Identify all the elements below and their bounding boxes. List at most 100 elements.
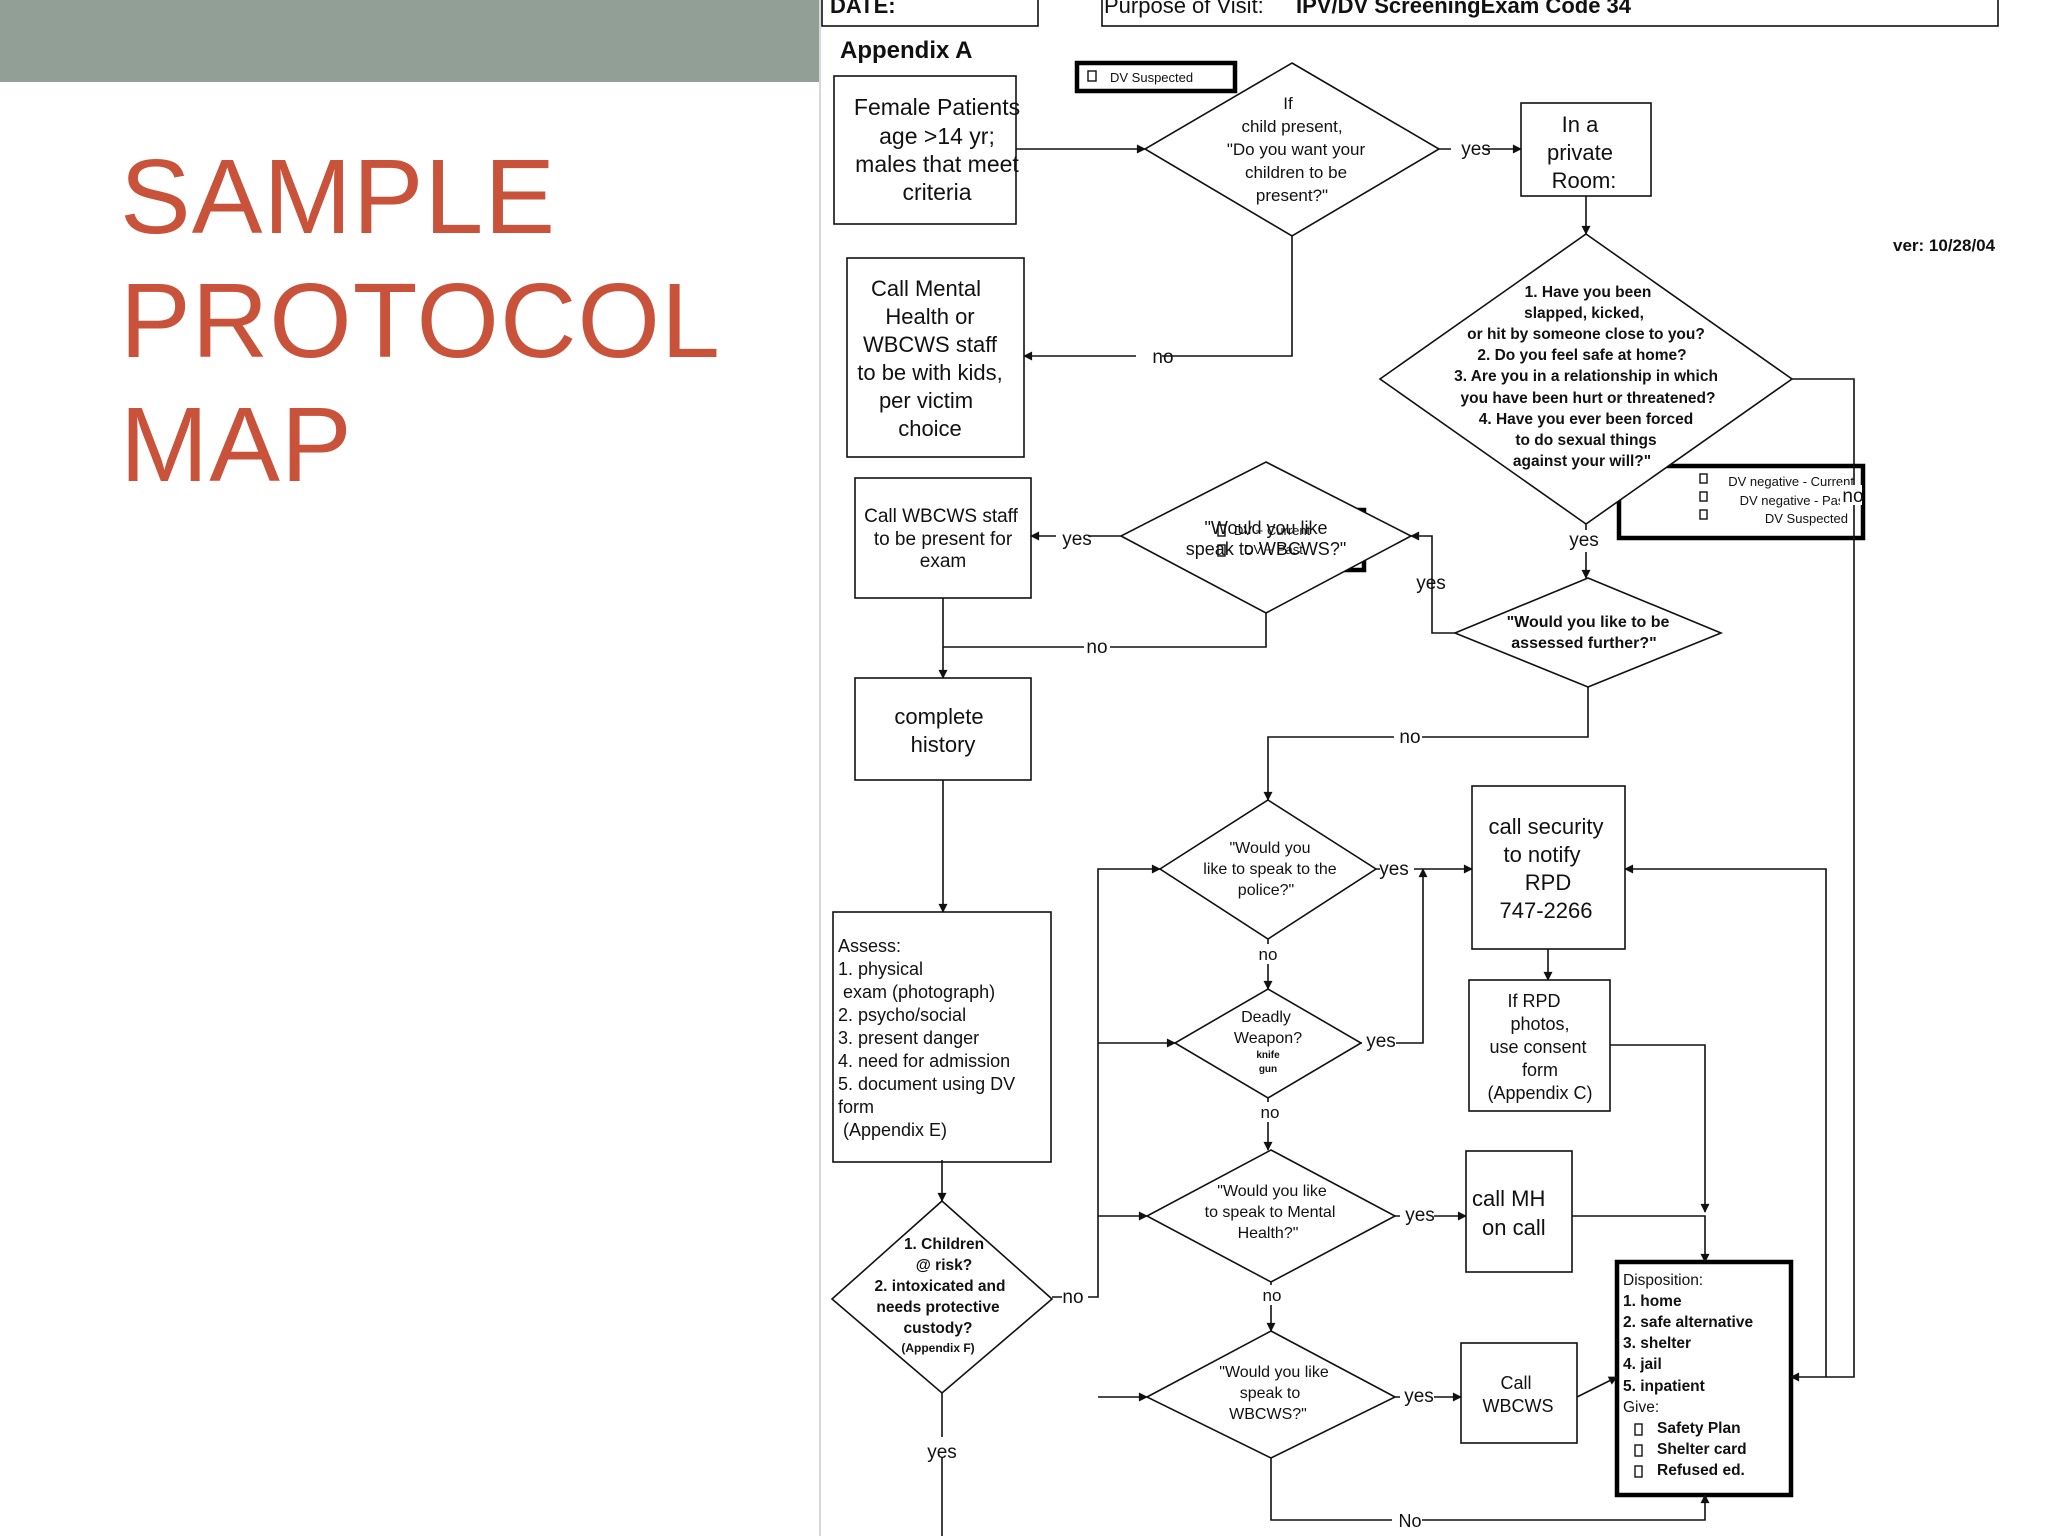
edge-label-yes-weapon: yes xyxy=(1366,1031,1396,1052)
edge-label-no-mental-health: no xyxy=(1263,1286,1282,1305)
call-wbcws-exam-line-3: exam xyxy=(920,551,966,572)
call-mh-staff-line-3: WBCWS staff xyxy=(863,332,998,357)
screen-q-line-5: 3. Are you in a relationship in which xyxy=(1454,368,1718,385)
call-security-line-1: call security xyxy=(1489,814,1604,839)
assess-line-7: 5. document using DV xyxy=(838,1074,1015,1094)
slide-title-line-2: PROTOCOL xyxy=(120,262,721,380)
call-security-box xyxy=(1471,785,1626,950)
private-room-text: In a private Room: xyxy=(1547,112,1616,193)
call-mh-staff-line-4: to be with kids, xyxy=(857,360,1003,385)
disposition-item-1: 1. home xyxy=(1623,1293,1682,1310)
call-wbcws-line-2: WBCWS xyxy=(1483,1396,1554,1416)
q-children-risk-line-1: 1. Children xyxy=(904,1236,984,1253)
q-mental-health-line-3: Health?" xyxy=(1238,1225,1299,1242)
assess-line-6: 4. need for admission xyxy=(838,1051,1010,1071)
q-wbcws2-text: "Would you like speak to WBCWS?" xyxy=(1219,1364,1329,1423)
complete-history-line-2: history xyxy=(911,732,976,757)
call-wbcws-text: Call WBCWS xyxy=(1483,1373,1554,1416)
call-wbcws-box xyxy=(1460,1342,1578,1444)
q-children-line-3: "Do you want your xyxy=(1227,140,1366,159)
q-weapon-line-2: Weapon? xyxy=(1234,1030,1302,1047)
private-room-line-3: Room: xyxy=(1552,168,1617,193)
q-children-risk-line-2: @ risk? xyxy=(916,1257,972,1274)
q-police-line-2: like to speak to the xyxy=(1203,861,1337,878)
call-security-line-2: to notify xyxy=(1503,842,1580,867)
screen-q-line-7: 4. Have you ever been forced xyxy=(1479,411,1694,428)
pos-options-text: DV + Current DV + Past xyxy=(1234,523,1311,557)
q-children-line-4: children to be xyxy=(1245,163,1347,182)
rpd-photos-line-5: (Appendix C) xyxy=(1487,1083,1592,1103)
complete-history-box xyxy=(854,677,1032,781)
q-mental-health-line-1: "Would you like xyxy=(1217,1183,1327,1200)
screen-q-line-8: to do sexual things xyxy=(1515,432,1656,449)
give-item-shelter-card: Shelter card xyxy=(1657,1441,1747,1458)
dv-suspected-top-box xyxy=(1074,60,1238,94)
q-speak-wbcws-text: "Would you like speak to WBCWS?" xyxy=(1186,518,1346,559)
assess-text: Assess: 1. physical exam (photograph) 2.… xyxy=(838,936,1015,1140)
q-police-text: "Would you like to speak to the police?" xyxy=(1203,840,1337,899)
purpose-label: Purpose of Visit: xyxy=(1104,0,1264,18)
call-mh-staff-line-5: per victim xyxy=(879,388,973,413)
screen-q-line-4: 2. Do you feel safe at home? xyxy=(1477,347,1686,364)
start-line-4: criteria xyxy=(902,179,971,205)
checkbox-dv-negative-current xyxy=(1699,473,1708,484)
assess-line-3: exam (photograph) xyxy=(838,982,995,1002)
call-mh-staff-line-1: Call Mental xyxy=(871,276,981,301)
screen-questions-text: 1. Have you been slapped, kicked, or hit… xyxy=(1454,284,1718,470)
start-text: Female Patients age >14 yr; males that m… xyxy=(854,94,1020,205)
checkbox-dv-suspected-top xyxy=(1087,70,1097,82)
checkbox-dv-current xyxy=(1217,524,1226,537)
q-police-line-3: police?" xyxy=(1238,882,1294,899)
give-item-refused-ed: Refused ed. xyxy=(1657,1462,1745,1479)
disposition-item-2: 2. safe alternative xyxy=(1623,1314,1753,1331)
screen-q-line-1: 1. Have you been xyxy=(1525,284,1652,301)
q-children-risk-line-4: needs protective xyxy=(876,1299,1000,1316)
q-speak-wbcws-line-2: speak to WBCWS?" xyxy=(1186,539,1346,559)
edge-label-no-wbcws2: No xyxy=(1398,1511,1421,1531)
call-mental-health-box xyxy=(846,257,1025,458)
give-item-safety-plan: Safety Plan xyxy=(1657,1420,1741,1437)
pos-option-1: DV + Current xyxy=(1234,523,1311,538)
edge-label-no-assessed: no xyxy=(1399,727,1420,748)
q-assessed-text: "Would you like to be assessed further?" xyxy=(1507,614,1670,652)
edge-label-yes-wbcws2: yes xyxy=(1404,1386,1434,1407)
assess-line-5: 3. present danger xyxy=(838,1028,979,1048)
start-line-2: age >14 yr; xyxy=(879,123,995,149)
checkbox-safety-plan xyxy=(1634,1423,1643,1436)
rpd-photos-line-3: use consent xyxy=(1489,1037,1586,1057)
checkbox-dv-suspected xyxy=(1699,509,1708,520)
q-children-line-1: If xyxy=(1283,94,1293,113)
neg-option-2: DV negative - Past xyxy=(1740,493,1849,508)
neg-options-text: DV negative - Current DV negative - Past… xyxy=(1728,474,1854,526)
version-label: ver: 10/28/04 xyxy=(1893,236,1996,255)
q-weapon-line-4: gun xyxy=(1259,1064,1277,1075)
screen-q-line-2: slapped, kicked, xyxy=(1524,305,1644,322)
call-mh-text: call MH on call xyxy=(1472,1186,1546,1240)
edge-label-no-screening: no xyxy=(1842,486,1863,507)
call-wbcws-exam-line-2: to be present for xyxy=(874,529,1013,550)
call-wbcws-exam-line-1: Call WBCWS staff xyxy=(864,506,1019,527)
private-room-line-1: In a xyxy=(1562,112,1599,137)
q-children-line-5: present?" xyxy=(1256,186,1328,205)
assess-line-4: 2. psycho/social xyxy=(838,1005,966,1025)
q-mental-health-line-2: to speak to Mental xyxy=(1205,1204,1336,1221)
purpose-field xyxy=(1101,0,1999,27)
give-label: Give: xyxy=(1623,1399,1659,1416)
q-weapon-text: Deadly Weapon? knife gun xyxy=(1234,1009,1302,1075)
disposition-item-3: 3. shelter xyxy=(1623,1335,1691,1352)
call-wbcws-exam-text: Call WBCWS staff to be present for exam xyxy=(864,506,1019,572)
complete-history-text: complete history xyxy=(894,704,983,757)
q-wbcws2-line-3: WBCWS?" xyxy=(1229,1406,1307,1423)
q-children-risk-line-3: 2. intoxicated and xyxy=(875,1278,1006,1295)
neg-options-box xyxy=(1616,463,1866,541)
neg-option-3: DV Suspected xyxy=(1765,511,1848,526)
purpose-value: IPV/DV ScreeningExam Code 34 xyxy=(1296,0,1632,18)
call-security-line-3: RPD xyxy=(1525,870,1571,895)
edge-label-yes-private-room: yes xyxy=(1461,139,1491,160)
rpd-photos-line-1: If RPD xyxy=(1507,991,1560,1011)
q-children-text: If child present, "Do you want your chil… xyxy=(1227,94,1366,205)
start-line-3: males that meet xyxy=(855,151,1019,177)
assess-line-8: form xyxy=(838,1097,874,1117)
checkbox-dv-negative-past xyxy=(1699,491,1708,502)
edge-label-no-speak-wbcws: no xyxy=(1086,637,1107,658)
